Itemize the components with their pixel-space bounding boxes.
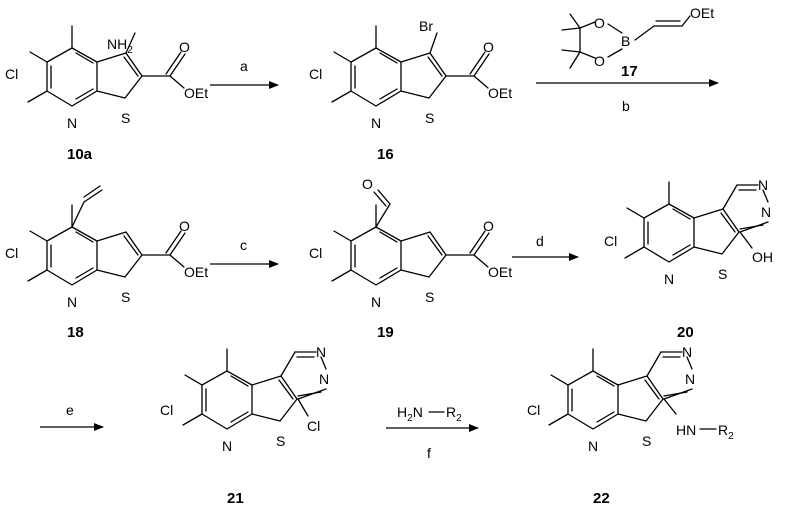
atom-s: S xyxy=(121,289,130,305)
atom-cl: Cl xyxy=(527,402,540,418)
atom-s: S xyxy=(425,289,434,305)
compound-label-22: 22 xyxy=(593,490,610,507)
compound-22: Cl N S N N HN R2 22 xyxy=(527,344,734,507)
compound-16: Cl N S Br O OEt 16 xyxy=(309,18,512,163)
atom-oet: OEt xyxy=(184,85,208,101)
compound-20: Cl N S N N OH 20 xyxy=(604,177,773,341)
compound-label-16: 16 xyxy=(377,146,394,163)
atom-n: N xyxy=(222,438,232,454)
atom-o: O xyxy=(483,218,494,234)
compound-label-17: 17 xyxy=(621,63,638,80)
arrow-step-a: a xyxy=(210,58,279,89)
atom-n: N xyxy=(685,371,695,387)
atom-oet: OEt xyxy=(488,264,512,280)
atom-o: O xyxy=(362,176,373,192)
atom-oet: OEt xyxy=(690,5,714,21)
atom-s: S xyxy=(642,433,651,449)
atom-cl: Cl xyxy=(160,402,173,418)
atom-n: N xyxy=(682,344,692,360)
atom-s: S xyxy=(425,110,434,126)
step-label-a: a xyxy=(240,58,248,74)
arrow-step-f: H2N R2 f xyxy=(386,404,479,461)
compound-label-19: 19 xyxy=(377,324,394,341)
atom-n: N xyxy=(588,438,598,454)
atom-n: N xyxy=(371,294,381,310)
atom-cl: Cl xyxy=(309,245,322,261)
atom-o: O xyxy=(594,53,605,69)
atom-o: O xyxy=(483,39,494,55)
atom-n: N xyxy=(761,204,771,220)
atom-o: O xyxy=(179,39,190,55)
reagent-amine: H2N xyxy=(397,404,423,424)
atom-cl: Cl xyxy=(5,245,18,261)
atom-cl: Cl xyxy=(307,418,320,434)
arrow-step-c: c xyxy=(210,237,279,268)
reagent-17: O O B OEt 17 xyxy=(561,5,714,80)
atom-n: N xyxy=(67,294,77,310)
compound-label-20: 20 xyxy=(677,324,694,341)
step-label-f: f xyxy=(427,445,431,461)
arrow-step-d: d xyxy=(512,233,579,261)
atom-cl: Cl xyxy=(309,66,322,82)
atom-br: Br xyxy=(419,18,433,34)
atom-s: S xyxy=(718,266,727,282)
compound-label-18: 18 xyxy=(67,324,84,341)
atom-oet: OEt xyxy=(488,85,512,101)
step-label-e: e xyxy=(66,402,74,418)
atom-b: B xyxy=(621,33,630,49)
atom-cl: Cl xyxy=(604,233,617,249)
atom-oet: OEt xyxy=(184,264,208,280)
atom-o: O xyxy=(179,218,190,234)
atom-hn-r2: R2 xyxy=(718,422,734,442)
atom-hn: HN xyxy=(676,422,696,438)
step-label-b: b xyxy=(622,98,630,114)
atom-s: S xyxy=(276,433,285,449)
atom-o: O xyxy=(594,15,605,31)
arrow-step-b: b xyxy=(536,79,719,114)
atom-n: N xyxy=(371,115,381,131)
atom-s: S xyxy=(121,110,130,126)
atom-n: N xyxy=(758,177,768,193)
compound-21: Cl N S N N Cl 21 xyxy=(160,344,329,507)
compound-10a: Cl N S NH2 O OEt 10a xyxy=(5,25,208,163)
atom-n: N xyxy=(316,344,326,360)
atom-cl: Cl xyxy=(5,66,18,82)
step-label-d: d xyxy=(536,233,544,249)
atom-oh: OH xyxy=(752,249,773,265)
atom-n: N xyxy=(67,115,77,131)
arrow-step-e: e xyxy=(40,402,104,431)
atom-n: N xyxy=(319,371,329,387)
compound-18: Cl N S O OEt 18 xyxy=(5,185,208,341)
step-label-c: c xyxy=(240,237,247,253)
compound-19: Cl N S O O OEt 19 xyxy=(309,176,512,341)
compound-label-10a: 10a xyxy=(67,146,93,163)
reagent-amine-r2: R2 xyxy=(446,404,462,424)
atom-n: N xyxy=(664,271,674,287)
compound-label-21: 21 xyxy=(227,490,244,507)
atom-nh2: NH2 xyxy=(107,36,133,56)
